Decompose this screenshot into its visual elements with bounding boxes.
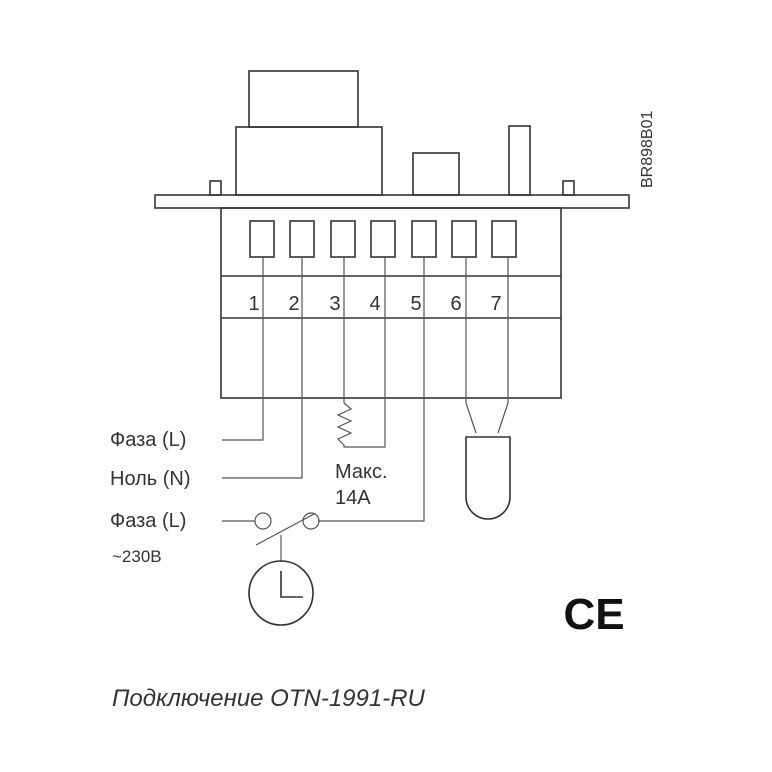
wire-terminal-5 [318,257,425,522]
floor-sensor [465,436,511,520]
terminal-number-4: 4 [369,293,380,315]
terminal-numbers: 1 2 3 4 5 6 7 [248,293,501,315]
terminal-screw-7 [491,220,517,258]
switch-lever [255,513,315,546]
wires [222,257,509,522]
terminal-screw-1 [249,220,275,258]
knob-base-block [235,126,383,196]
top-knob-block [248,70,359,128]
label-max-line1: Макс. [335,461,388,483]
terminal-number-6: 6 [450,293,461,315]
terminal-number-7: 7 [490,293,501,315]
terminal-screw-6 [451,220,477,258]
terminal-screw-5 [411,220,437,258]
wire-terminal-1 [222,257,264,441]
wire-terminal-7 [497,257,509,434]
drawing-code: BR898B01 [639,111,656,188]
wire-terminal-6 [465,257,477,434]
small-block [412,152,460,196]
heating-element [336,257,386,448]
wire-terminal-2 [222,257,303,479]
terminal-number-3: 3 [329,293,340,315]
terminal-number-2: 2 [288,293,299,315]
switch-contact-left [254,512,272,530]
right-tab [562,180,575,196]
clock-icon [248,560,314,626]
terminal-block [220,207,562,399]
post-block [508,125,531,196]
thermostat-body [154,70,630,399]
terminal-number-1: 1 [248,293,259,315]
clock-hands [280,571,303,598]
label-voltage: ~230В [112,547,162,566]
terminal-screw-4 [370,220,396,258]
terminal-screws [249,220,517,258]
terminal-screw-2 [289,220,315,258]
switch-contact-right [302,512,320,530]
terminal-screw-3 [330,220,356,258]
label-max-line2: 14А [335,487,371,509]
label-phase-top: Фаза (L) [110,429,186,451]
caption: Подключение OTN-1991-RU [112,685,426,712]
left-tab [209,180,222,196]
mounting-plate [154,194,630,209]
label-neutral: Ноль (N) [110,468,191,490]
terminal-number-5: 5 [410,293,421,315]
ce-mark-icon: CE [563,590,624,639]
timer-switch [222,512,320,626]
label-phase-bottom: Фаза (L) [110,510,186,532]
